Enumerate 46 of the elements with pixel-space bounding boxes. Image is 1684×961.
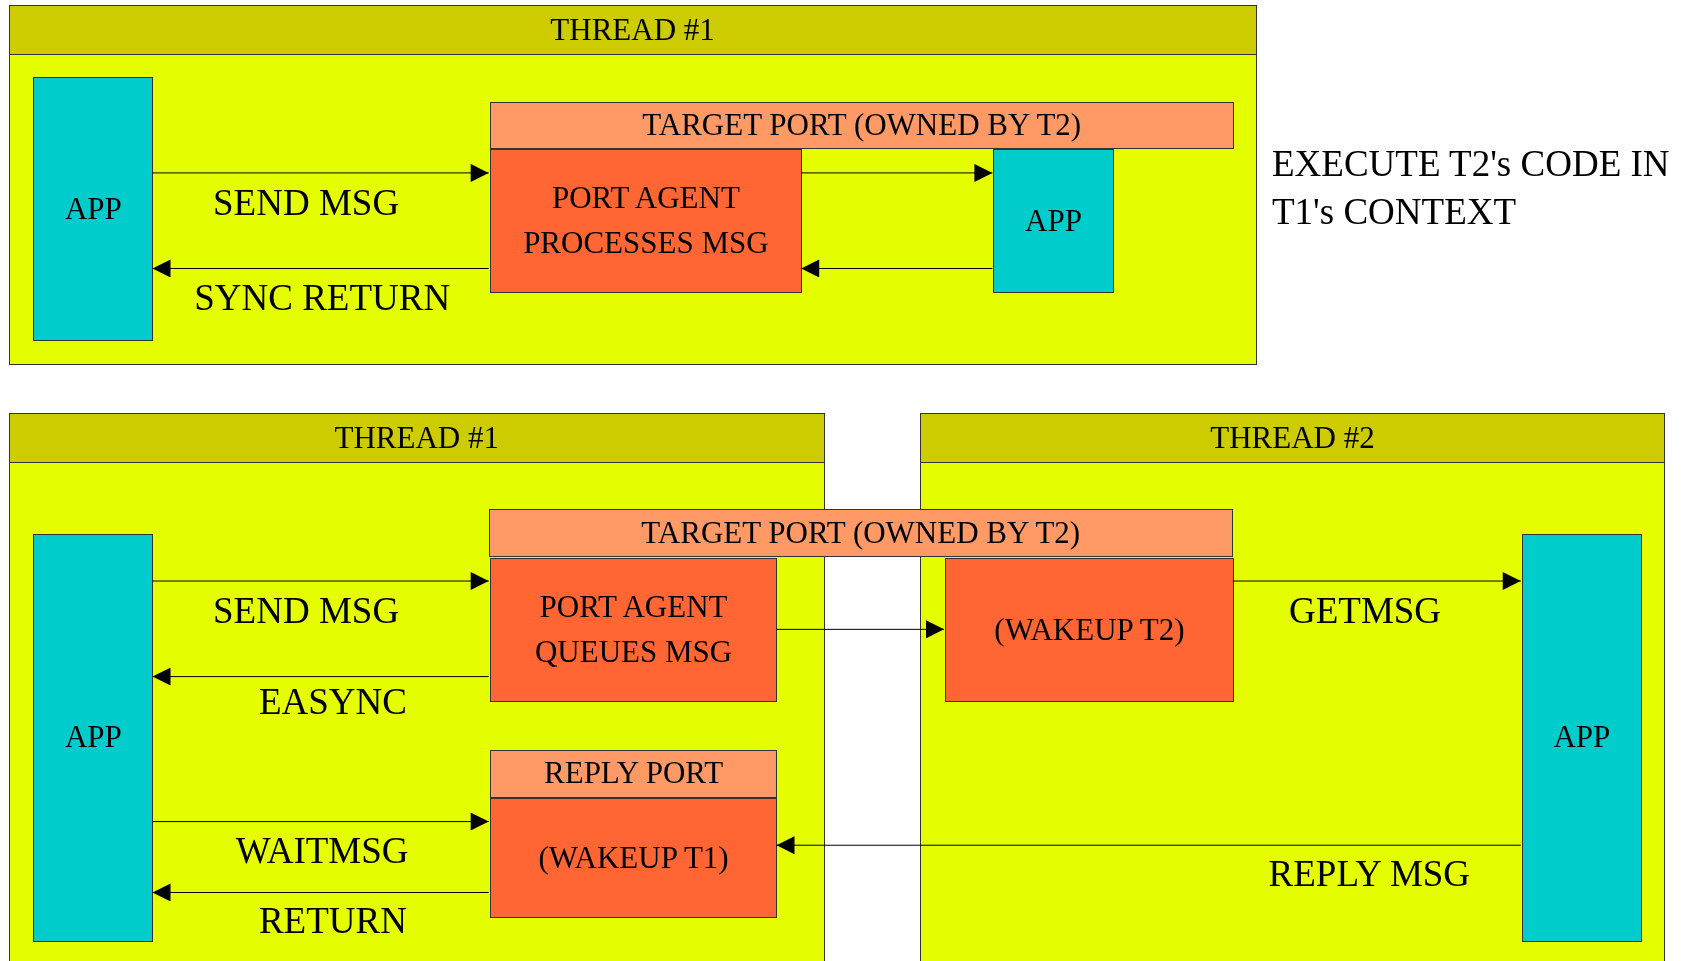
arrow: [776, 620, 945, 639]
arrow: [152, 883, 490, 902]
edge-label: REPLY MSG: [1268, 851, 1471, 895]
edge-label: GETMSG: [1288, 588, 1442, 632]
box-label: (WAKEUP T1): [538, 838, 729, 877]
box-label: PORT AGENT QUEUES MSG: [533, 588, 734, 672]
note-text: EXECUTE T2's CODE IN T1's CONTEXT: [1272, 142, 1671, 235]
thread-title: THREAD #1: [334, 418, 499, 457]
port-header-band: [488, 509, 1233, 558]
edge-label: RETURN: [258, 898, 407, 942]
arrow: [152, 572, 490, 590]
port-agent-box: [489, 797, 778, 919]
arrow: [800, 259, 993, 278]
port-agent-box: [489, 558, 778, 703]
port-agent-box: [945, 558, 1234, 703]
app-box: [33, 533, 154, 942]
box-label: APP: [1553, 718, 1611, 757]
edge-label: EASYNC: [258, 679, 407, 723]
arrow: [1232, 572, 1522, 590]
arrow: [152, 163, 490, 182]
thread-title: THREAD #2: [1210, 418, 1375, 457]
arrow: [152, 812, 490, 831]
box-label: TARGET PORT (OWNED BY T2): [641, 513, 1081, 552]
thread-panel: [8, 5, 1257, 366]
arrow: [152, 259, 490, 278]
port-agent-box: [489, 149, 803, 294]
box-label: APP: [1025, 201, 1082, 240]
edge-label: SEND MSG: [213, 180, 400, 224]
arrow: [800, 163, 993, 182]
app-box: [1521, 533, 1642, 942]
arrow: [776, 836, 1522, 855]
port-header-band: [489, 101, 1234, 150]
box-label: REPLY PORT: [544, 754, 724, 793]
box-label: PORT AGENT PROCESSES MSG: [522, 179, 770, 263]
box-label: APP: [64, 189, 122, 228]
port-header-band: [489, 749, 778, 798]
thread-title: THREAD #1: [550, 10, 715, 49]
app-box: [993, 149, 1114, 294]
box-label: TARGET PORT (OWNED BY T2): [642, 106, 1082, 145]
box-label: (WAKEUP T2): [994, 610, 1185, 649]
box-label: APP: [64, 718, 122, 757]
arrow: [152, 667, 490, 686]
edge-label: WAITMSG: [235, 828, 409, 871]
edge-label: SEND MSG: [213, 588, 400, 632]
edge-label: SYNC RETURN: [194, 276, 451, 319]
app-box: [33, 77, 154, 342]
